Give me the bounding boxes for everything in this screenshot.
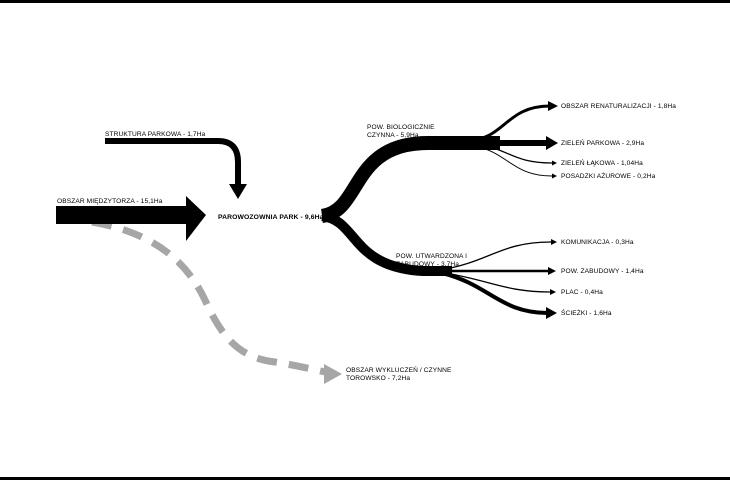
- label-lakowa: ZIELEŃ ŁĄKOWA - 1,04Ha: [561, 158, 643, 167]
- center-split: [320, 136, 500, 276]
- top-border: [0, 0, 730, 3]
- label-excluded-1: OBSZAR WYKLUCZEŃ / CZYNNE: [346, 365, 452, 374]
- obszar-arrowhead: [186, 196, 206, 241]
- label-zabudowy: POW. ZABUDOWY - 1,4Ha: [561, 268, 644, 275]
- label-plac: PLAC - 0,4Ha: [561, 289, 603, 296]
- label-obszar: OBSZAR MIĘDZYTORZA - 15,1Ha: [57, 198, 163, 205]
- hard-branches: [439, 239, 557, 319]
- label-center: PAROWOZOWNIA PARK - 9,6Ha: [218, 214, 324, 221]
- label-utw-2: ZABUDOWY - 3,7Ha: [396, 261, 459, 268]
- obszar-flow: [56, 196, 206, 241]
- struktura-arrowhead: [229, 184, 247, 199]
- label-komunikacja: KOMUNIKACJA - 0,3Ha: [561, 239, 634, 246]
- label-struktura: STRUKTURA PARKOWA - 1,7Ha: [105, 131, 206, 138]
- bio-branches: [467, 101, 558, 179]
- label-bio-2: CZYNNA - 5,9Ha: [367, 132, 419, 139]
- excluded-flow: [91, 218, 342, 384]
- label-azurowe: POSADZKI AŻUROWE - 0,2Ha: [561, 171, 656, 180]
- label-parkowa: ZIELEŃ PARKOWA - 2,9Ha: [561, 138, 644, 147]
- label-bio-1: POW. BIOLOGICZNIE: [367, 124, 435, 131]
- label-sciezki: ŚCIEŻKI - 1,6Ha: [561, 308, 612, 317]
- bottom-border: [0, 477, 730, 480]
- label-excluded-2: TOROWSKO - 7,2Ha: [346, 375, 410, 382]
- excluded-arrowhead: [324, 364, 342, 384]
- label-utw-1: POW. UTWARDZONA I: [396, 253, 467, 260]
- struktura-flow: [105, 138, 247, 199]
- label-renaturalizacji: OBSZAR RENATURALIZACJI - 1,8Ha: [561, 103, 676, 110]
